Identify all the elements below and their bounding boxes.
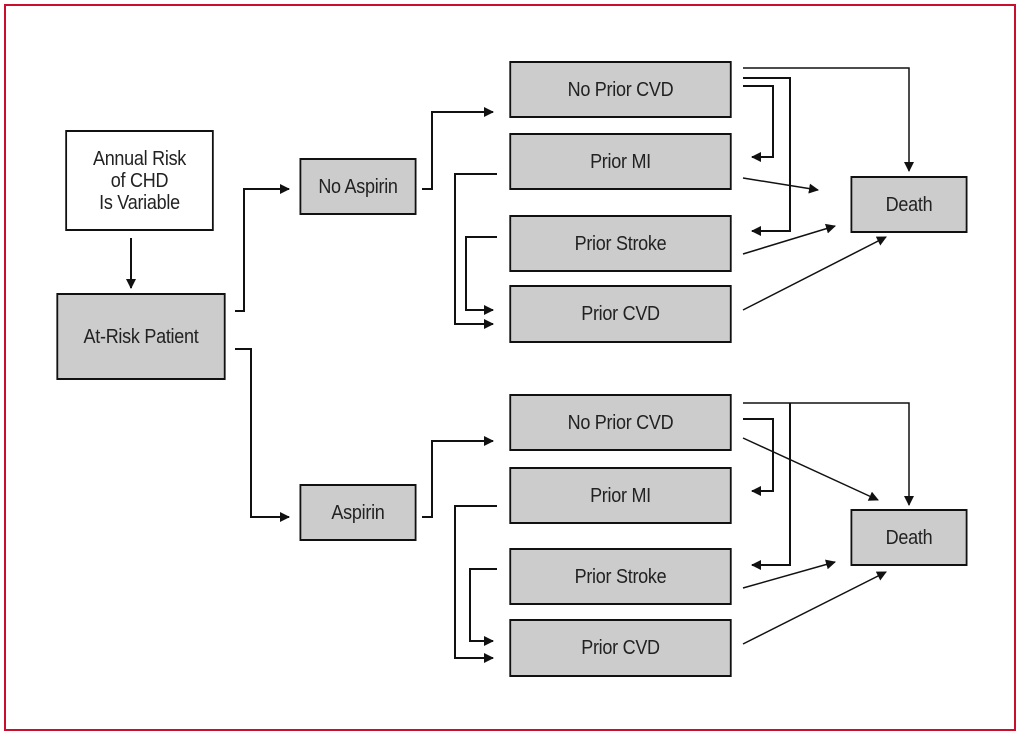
lower-death-label: Death <box>885 526 933 549</box>
lower-prior-stroke-label: Prior Stroke <box>574 565 667 588</box>
edge-upper-no-prior-cvd-to-prior-mi <box>743 85 774 162</box>
edge-lower-prior-stroke-to-prior-cvd <box>469 568 497 646</box>
upper-prior-stroke-label: Prior Stroke <box>574 232 667 255</box>
annual-risk-line-1: Annual Risk <box>92 147 187 170</box>
edge-lower-prior-mi-to-prior-cvd <box>454 505 497 663</box>
upper-death-label: Death <box>885 193 933 216</box>
edge-lower-no-prior-cvd-to-death-diagonal <box>742 437 879 501</box>
edge-upper-prior-stroke-to-prior-cvd <box>465 236 497 315</box>
edge-aspirin-to-no-prior-cvd <box>422 436 494 518</box>
upper-no-prior-cvd-node: No Prior CVD <box>509 61 732 118</box>
edge-upper-prior-cvd-to-death <box>742 236 887 311</box>
lower-prior-mi-node: Prior MI <box>509 467 732 524</box>
upper-prior-mi-node: Prior MI <box>509 133 732 190</box>
no-aspirin-node: No Aspirin <box>299 158 417 215</box>
lower-prior-cvd-label: Prior CVD <box>581 637 660 659</box>
annual-risk-line-3: Is Variable <box>99 191 180 214</box>
upper-prior-mi-label: Prior MI <box>590 150 651 173</box>
at-risk-patient-node: At-Risk Patient <box>56 293 226 380</box>
aspirin-label: Aspirin <box>331 501 385 524</box>
upper-no-prior-cvd-label: No Prior CVD <box>567 78 674 101</box>
lower-prior-mi-label: Prior MI <box>590 484 651 507</box>
edge-upper-prior-mi-to-death <box>742 177 819 194</box>
edge-upper-no-prior-cvd-to-death <box>743 67 914 172</box>
aspirin-node: Aspirin <box>299 484 417 541</box>
edge-at-risk-to-aspirin <box>235 348 290 522</box>
edge-lower-prior-stroke-to-death <box>742 559 836 589</box>
annual-risk-line-2: of CHD <box>110 169 169 192</box>
figure-frame <box>4 4 1016 731</box>
upper-prior-cvd-label: Prior CVD <box>581 303 660 325</box>
edge-at-risk-to-no-aspirin <box>235 184 290 312</box>
upper-prior-stroke-node: Prior Stroke <box>509 215 732 272</box>
edge-upper-no-prior-cvd-to-prior-stroke <box>743 77 791 236</box>
edge-lower-no-prior-cvd-to-prior-mi <box>743 418 774 496</box>
edge-no-aspirin-to-no-prior-cvd <box>422 107 494 190</box>
at-risk-patient-label: At-Risk Patient <box>83 325 199 348</box>
lower-death-node: Death <box>850 509 968 566</box>
edge-upper-prior-stroke-to-death <box>742 223 836 255</box>
annual-risk-node: Annual Risk of CHD Is Variable <box>65 130 214 231</box>
no-aspirin-label: No Aspirin <box>318 175 398 198</box>
lower-prior-stroke-node: Prior Stroke <box>509 548 732 605</box>
lower-prior-cvd-node: Prior CVD <box>509 619 732 677</box>
edge-lower-prior-cvd-to-death <box>742 571 887 645</box>
edge-lower-no-prior-cvd-to-death <box>743 402 914 506</box>
lower-no-prior-cvd-node: No Prior CVD <box>509 394 732 451</box>
edge-lower-no-prior-cvd-to-prior-stroke <box>751 403 791 570</box>
upper-death-node: Death <box>850 176 968 233</box>
lower-no-prior-cvd-label: No Prior CVD <box>567 411 674 434</box>
edge-upper-prior-mi-to-prior-cvd <box>454 173 497 329</box>
upper-prior-cvd-node: Prior CVD <box>509 285 732 343</box>
